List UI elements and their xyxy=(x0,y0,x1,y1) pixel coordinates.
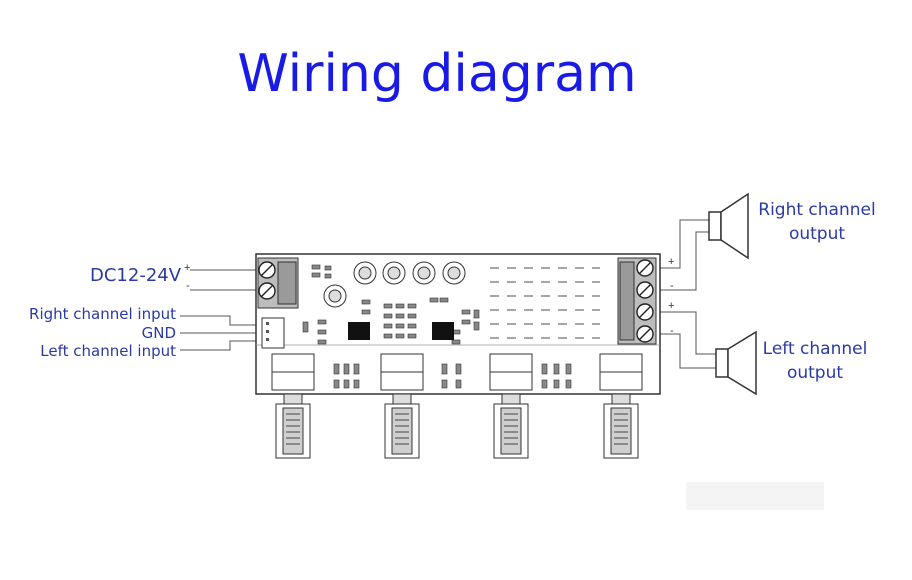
chip-pad-grid xyxy=(490,267,600,339)
left-channel-output-line2: output xyxy=(786,363,844,383)
out-plus-2: + xyxy=(668,300,675,312)
input-connector xyxy=(261,317,285,349)
power-input-label: DC12-24V xyxy=(90,265,182,286)
gnd-label: GND xyxy=(141,324,176,342)
left-speaker-wire-minus xyxy=(655,333,716,369)
power-minus-sign: - xyxy=(186,280,190,292)
right-speaker-icon xyxy=(708,192,749,260)
right-input-wire xyxy=(180,315,262,326)
right-channel-output-line2: output xyxy=(788,224,846,244)
right-speaker-wire-minus xyxy=(655,231,710,291)
background-smudge xyxy=(686,482,824,510)
pot-knobs xyxy=(275,393,639,459)
right-speaker-wire-plus xyxy=(655,219,710,269)
left-speaker-wire-plus xyxy=(655,311,716,355)
left-speaker-icon xyxy=(715,330,757,396)
pot-knob-3 xyxy=(493,393,529,459)
left-channel-output-label: Left channel output xyxy=(750,337,880,385)
power-terminal-block xyxy=(257,257,299,309)
right-channel-output-line1: Right channel xyxy=(758,200,876,220)
left-input-wire xyxy=(180,340,262,351)
diagram-title: Wiring diagram xyxy=(237,44,637,104)
right-channel-output-label: Right channel output xyxy=(752,198,882,246)
right-channel-input-label: Right channel input xyxy=(29,305,176,323)
out-plus-1: + xyxy=(668,256,675,268)
capacitors xyxy=(323,261,466,308)
pot-knob-4 xyxy=(603,393,639,459)
amplifier-ics xyxy=(348,322,454,340)
output-terminal-block xyxy=(617,257,657,345)
left-channel-output-line1: Left channel xyxy=(762,339,868,359)
pot-knob-2 xyxy=(384,393,420,459)
left-channel-input-label: Left channel input xyxy=(40,342,176,360)
power-plus-sign: + xyxy=(184,262,191,274)
pot-bodies xyxy=(271,353,643,391)
out-minus-1: - xyxy=(670,280,674,292)
pot-knob-1 xyxy=(275,393,311,459)
out-minus-2: - xyxy=(670,325,674,337)
